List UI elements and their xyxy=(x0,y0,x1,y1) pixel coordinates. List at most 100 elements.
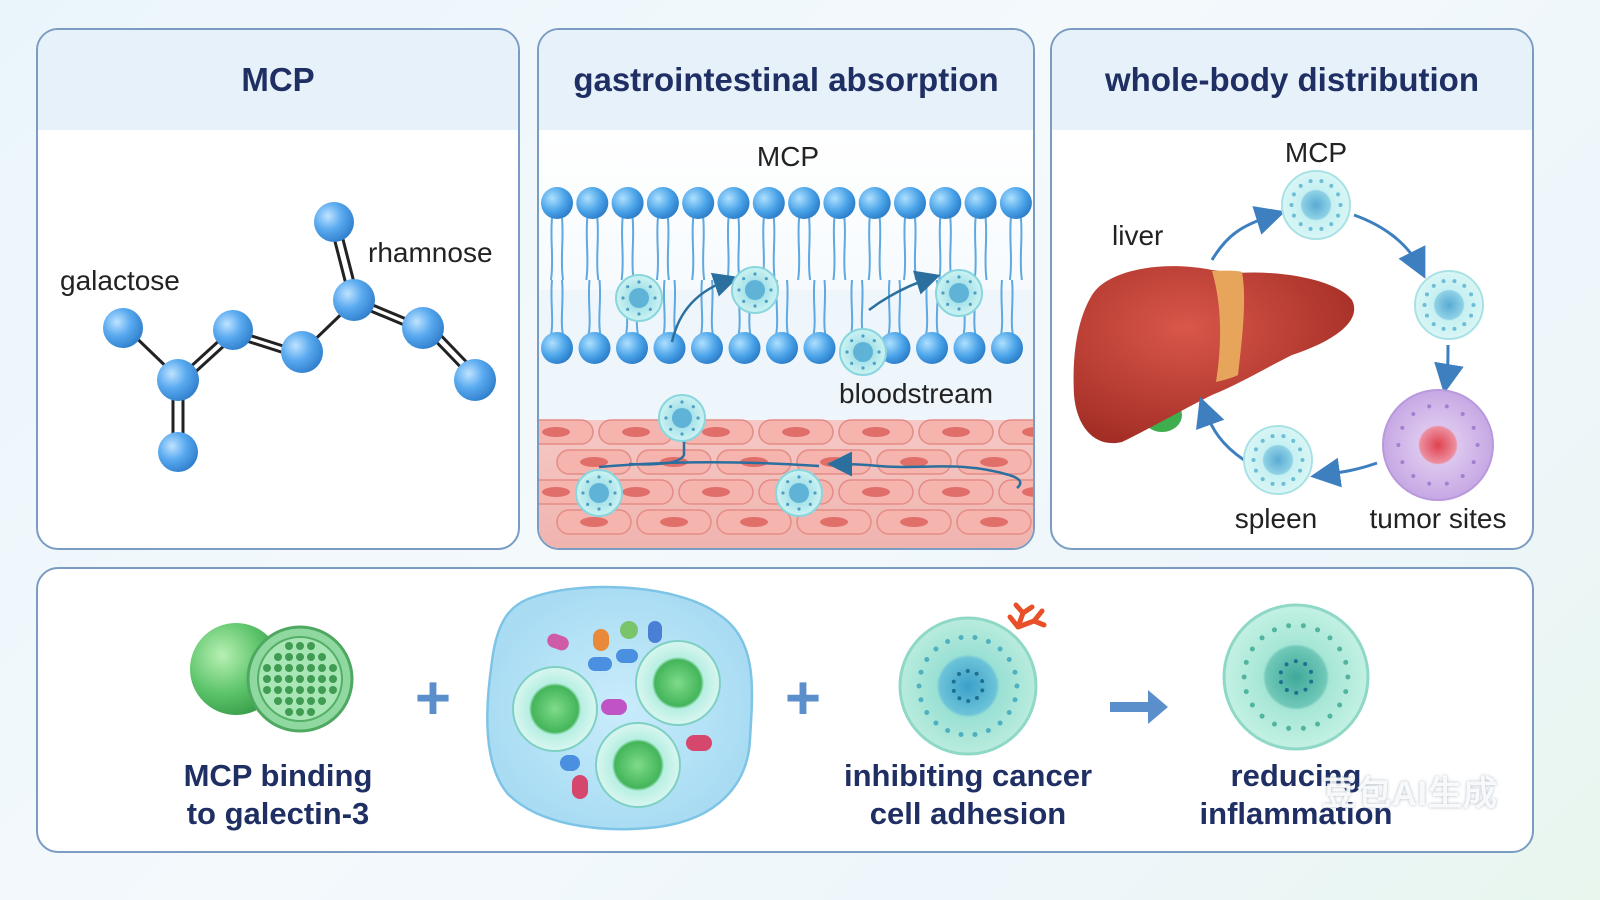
plus-sign: + xyxy=(415,664,451,733)
mcp-cell-right xyxy=(1414,270,1484,340)
membrane-bottom-heads xyxy=(541,332,1023,364)
molecule-atoms xyxy=(103,202,496,472)
mcp-cell-spleen xyxy=(1243,425,1313,495)
atom xyxy=(213,310,253,350)
cancer-cell-illustration xyxy=(898,602,1047,756)
lipid-head xyxy=(858,187,891,219)
atom xyxy=(402,307,444,349)
atom xyxy=(157,359,199,401)
lipid-head xyxy=(964,187,997,219)
lipid-head xyxy=(611,187,644,219)
cycle-arrow xyxy=(1210,206,1286,261)
panel-body: MCP liver spleen tumor sites xyxy=(1052,130,1532,548)
mcp-particle xyxy=(731,266,779,314)
vessel-nucleus xyxy=(862,427,890,437)
liver-illustration xyxy=(1073,266,1355,444)
atom xyxy=(103,308,143,348)
vessel-nucleus xyxy=(1022,427,1033,437)
lipid-head xyxy=(541,187,573,219)
plus-sign: + xyxy=(785,664,821,733)
vessel-nucleus xyxy=(782,427,810,437)
mcp-particle xyxy=(839,328,887,376)
cell-cluster-illustration xyxy=(486,585,754,831)
blood-flow-line xyxy=(598,461,820,469)
vessel-cell xyxy=(998,479,1033,505)
lipid-head xyxy=(788,187,821,219)
mcp-particle xyxy=(658,394,706,442)
lipid-head xyxy=(541,332,573,364)
lipid-head xyxy=(646,187,679,219)
cycle-arrow xyxy=(1353,213,1426,279)
vessel-nucleus xyxy=(820,457,848,467)
lipid-head xyxy=(991,332,1023,364)
vessel-nucleus xyxy=(862,487,890,497)
galectin-binding-illustration xyxy=(190,623,354,733)
panel-absorption: gastrointestinal absorption xyxy=(537,28,1035,550)
atom xyxy=(281,331,323,373)
mcp-particle xyxy=(575,469,623,517)
vessel-nucleus xyxy=(820,517,848,527)
lipid-head xyxy=(752,187,785,219)
panel-title: gastrointestinal absorption xyxy=(539,30,1033,130)
panel-body: galactose rhamnose xyxy=(38,130,518,548)
mcp-particle xyxy=(775,469,823,517)
tumor-sites-label: tumor sites xyxy=(1370,503,1507,534)
vessel-nucleus xyxy=(900,457,928,467)
vessel-nucleus xyxy=(580,457,608,467)
atom xyxy=(333,279,375,321)
step-inflammation-label: reducing inflammation xyxy=(1199,758,1393,831)
vessel-nucleus xyxy=(660,517,688,527)
transport-arrow xyxy=(670,272,739,343)
vessel-nucleus xyxy=(942,487,970,497)
vessel-nucleus xyxy=(1022,487,1033,497)
mcp-label: MCP xyxy=(1285,137,1347,168)
lipid-head xyxy=(803,332,836,364)
vessel-nucleus xyxy=(980,517,1008,527)
vessel-nucleus xyxy=(580,517,608,527)
lipid-head xyxy=(929,187,962,219)
mcp-cell-top xyxy=(1281,170,1351,240)
bloodstream-label: bloodstream xyxy=(839,378,993,409)
rhamnose-label: rhamnose xyxy=(368,237,493,268)
vessel-nucleus xyxy=(622,427,650,437)
vessel-nucleus xyxy=(622,487,650,497)
molecule-diagram: galactose rhamnose xyxy=(60,202,496,472)
watermark: 豆包AI生成 xyxy=(1322,775,1498,813)
lipid-head xyxy=(691,332,723,364)
spleen-label: spleen xyxy=(1235,503,1318,534)
mcp-particles xyxy=(575,266,983,517)
tumor-cell xyxy=(1382,389,1494,501)
cycle-arrow xyxy=(1196,396,1245,462)
cell-texture xyxy=(1251,179,1480,486)
blood-flow-arrow xyxy=(827,451,1010,477)
panel-distribution: whole-body distribution xyxy=(1050,28,1534,550)
vessel-nucleus xyxy=(900,517,928,527)
lipid-head xyxy=(682,187,715,219)
vessel-cell xyxy=(998,419,1033,445)
lipid-head xyxy=(916,332,948,364)
mcp-label: MCP xyxy=(757,141,819,172)
membrane-top-heads xyxy=(541,187,1032,219)
galactose-label: galactose xyxy=(60,265,180,296)
lipid-head xyxy=(717,187,750,219)
lipid-head xyxy=(728,332,761,364)
lipid-head xyxy=(953,332,986,364)
mechanism-diagram: + + xyxy=(190,585,1370,831)
panel-title: MCP xyxy=(38,30,518,130)
blood-flow-line xyxy=(1008,473,1022,489)
step-adhesion-label: inhibiting cancer cell adhesion xyxy=(843,758,1093,831)
vessel-nucleus xyxy=(542,427,570,437)
mcp-particle xyxy=(935,269,983,317)
step-binding-label: MCP binding to galectin-3 xyxy=(183,758,373,831)
result-arrow xyxy=(1110,690,1168,724)
absorption-diagram: MCP bloodstream xyxy=(539,130,1033,548)
panel-body: MCP bloodstream xyxy=(539,130,1033,548)
vessel-nucleus xyxy=(980,457,1008,467)
lipid-head xyxy=(999,187,1032,219)
cycle-arrow xyxy=(1310,457,1378,488)
panel-mechanism: + + MC xyxy=(36,567,1534,853)
vessel-nucleus xyxy=(702,427,730,437)
mcp-particle xyxy=(615,274,663,322)
healthy-cell-illustration xyxy=(1222,603,1370,751)
distribution-diagram: MCP liver spleen tumor sites xyxy=(1073,137,1507,534)
